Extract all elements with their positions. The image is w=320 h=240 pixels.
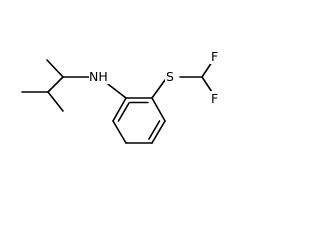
bond-ch3-top (46, 59, 64, 78)
ring-bond-3 (151, 120, 166, 144)
bond-ch-ch (47, 76, 64, 93)
sulfur-label: S (166, 69, 174, 84)
bond-cf2-f-bottom (201, 76, 213, 93)
ring-bond-5 (112, 120, 127, 144)
bonds (21, 59, 213, 144)
bond-isopropyl-ch3-right (47, 91, 64, 112)
bond-cf2-f-top (201, 61, 213, 78)
fluorine-top-label: F (211, 49, 218, 64)
nitrogen-label: NH (89, 69, 108, 84)
ring-double-bond-2 (148, 120, 161, 140)
ring-double-bond-3 (117, 102, 130, 122)
ring-bond-2 (151, 97, 166, 122)
ring-bond-6 (112, 97, 127, 122)
molecule-drawing: NH S F F (21, 49, 221, 144)
bond-ring-s (151, 79, 166, 99)
fluorine-bottom-label: F (211, 91, 218, 106)
atom-labels: NH S F F (89, 49, 221, 106)
structure-canvas: NH S F F (0, 0, 250, 150)
